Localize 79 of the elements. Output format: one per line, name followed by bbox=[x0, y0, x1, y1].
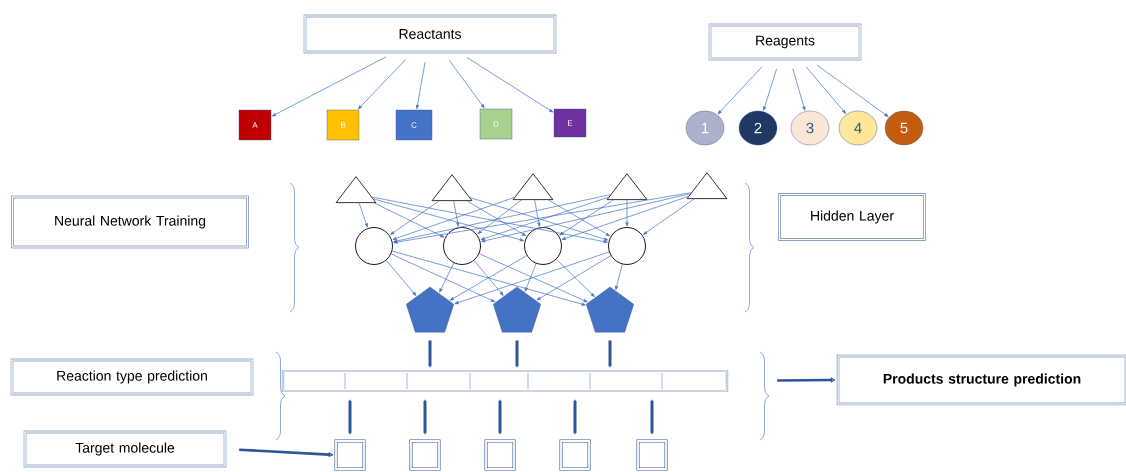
label-box: Target molecule bbox=[23, 430, 227, 468]
pentagon bbox=[586, 286, 634, 333]
double-arrow bbox=[650, 399, 654, 435]
arrow bbox=[816, 64, 889, 117]
label-box: Products structure prediction bbox=[836, 354, 1126, 406]
square-box bbox=[636, 439, 668, 471]
label-box: Reactants bbox=[303, 14, 557, 54]
double-arrow bbox=[498, 399, 502, 435]
pentagon bbox=[406, 286, 454, 333]
arrow bbox=[477, 199, 522, 235]
arrow bbox=[559, 199, 614, 236]
arrow bbox=[556, 258, 595, 298]
arrow bbox=[393, 194, 611, 243]
double-arrow bbox=[777, 377, 836, 383]
double-arrow bbox=[573, 399, 577, 435]
arrow bbox=[524, 263, 537, 292]
circle bbox=[524, 227, 562, 265]
arrow bbox=[357, 59, 407, 110]
arrow bbox=[371, 196, 608, 244]
arrow bbox=[561, 196, 689, 240]
double-arrow bbox=[515, 340, 519, 368]
triangle bbox=[686, 172, 728, 199]
label-box: Reaction type prediction bbox=[10, 358, 254, 396]
arrow bbox=[373, 202, 445, 238]
square-box bbox=[409, 439, 441, 471]
arrow bbox=[534, 199, 541, 227]
double-arrow bbox=[348, 399, 352, 435]
arrow bbox=[390, 200, 440, 235]
arrow bbox=[271, 56, 387, 117]
arrow bbox=[625, 199, 629, 227]
arrow bbox=[415, 61, 426, 110]
colored-square: D bbox=[479, 108, 513, 140]
square-box bbox=[334, 439, 366, 471]
arrow bbox=[466, 200, 527, 237]
arrow bbox=[763, 68, 777, 111]
circle bbox=[355, 227, 393, 265]
arrow bbox=[449, 255, 527, 301]
arrow bbox=[481, 193, 691, 243]
arrow bbox=[454, 251, 610, 305]
arrow bbox=[805, 66, 846, 114]
double-arrow bbox=[608, 340, 612, 368]
arrow bbox=[547, 199, 611, 237]
arrow bbox=[392, 197, 515, 240]
arrow bbox=[385, 260, 417, 296]
arrow bbox=[439, 262, 455, 293]
arrow bbox=[358, 202, 368, 228]
colored-square: C bbox=[395, 109, 433, 141]
triangle bbox=[431, 174, 473, 201]
arrow bbox=[478, 253, 588, 303]
segmented-bar bbox=[281, 369, 729, 393]
arrow bbox=[453, 200, 460, 227]
arrow bbox=[792, 68, 806, 111]
pentagon bbox=[493, 286, 541, 333]
arrow bbox=[391, 250, 586, 306]
arrow bbox=[643, 198, 695, 235]
colored-square: A bbox=[238, 109, 272, 141]
label-box: Neural Network Training bbox=[11, 195, 249, 249]
arrow bbox=[448, 59, 485, 109]
arrow bbox=[373, 198, 525, 242]
arrow bbox=[536, 255, 612, 301]
double-arrow bbox=[423, 399, 427, 435]
triangle bbox=[335, 176, 377, 203]
double-arrow bbox=[428, 340, 432, 368]
square-box bbox=[559, 439, 591, 471]
square-box bbox=[484, 439, 516, 471]
colored-square: E bbox=[553, 108, 587, 138]
arrow bbox=[717, 66, 763, 115]
colored-square: B bbox=[326, 109, 360, 141]
label-box: Reagents bbox=[708, 23, 862, 61]
label-box: Hidden Layer bbox=[778, 193, 926, 241]
triangle bbox=[512, 173, 554, 200]
circle bbox=[443, 227, 481, 265]
arrow bbox=[390, 253, 496, 303]
arrow bbox=[393, 192, 692, 244]
arrow bbox=[615, 264, 623, 290]
triangle bbox=[606, 173, 648, 200]
arrow bbox=[473, 260, 504, 296]
circle bbox=[608, 227, 646, 265]
arrow bbox=[466, 57, 554, 113]
